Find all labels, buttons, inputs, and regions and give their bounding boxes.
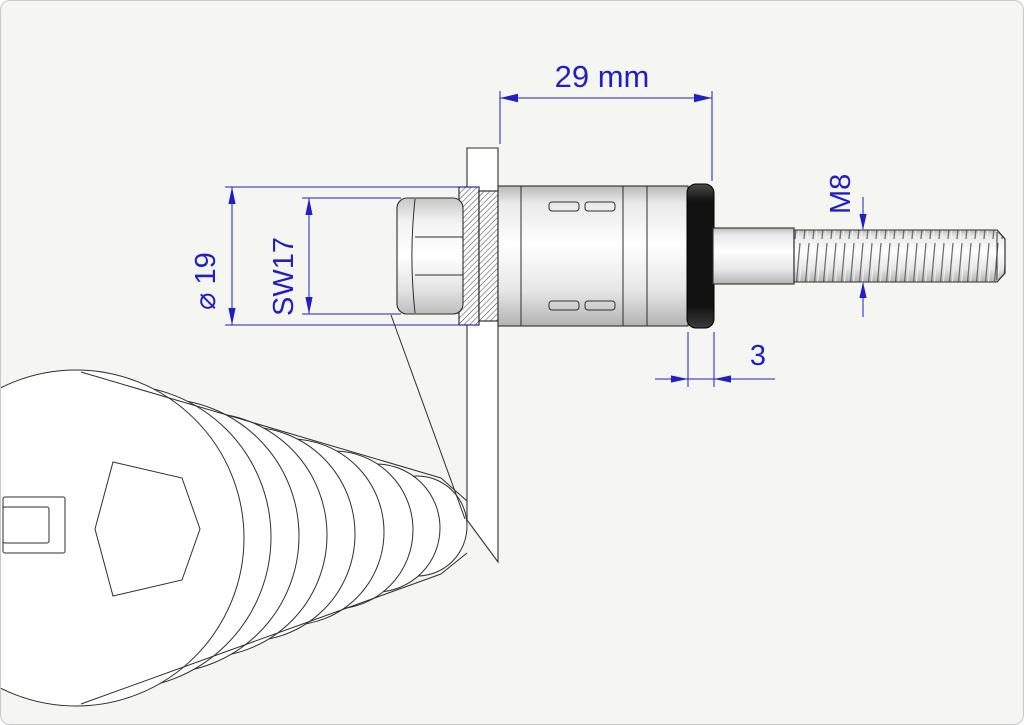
arrow-right-icon bbox=[694, 93, 712, 103]
arrow-up-icon bbox=[859, 282, 867, 298]
vent-slot bbox=[584, 300, 616, 311]
dim-width-29mm: 29 mm bbox=[499, 59, 713, 181]
lock-washer bbox=[458, 186, 499, 326]
dim-label-diameter: ⌀ 19 bbox=[190, 252, 222, 310]
black-insulator-ring bbox=[686, 183, 715, 329]
arrow-down-icon bbox=[305, 297, 313, 314]
arrow-down-icon bbox=[859, 214, 867, 230]
shaft bbox=[712, 227, 795, 285]
arrow-up-icon bbox=[228, 187, 236, 204]
arrow-left-icon bbox=[500, 93, 518, 103]
arrow-up-icon bbox=[305, 198, 313, 215]
plug-tip-inner bbox=[2, 506, 50, 544]
hex-nut bbox=[396, 197, 464, 315]
connector-body bbox=[497, 185, 689, 327]
dim-label-width: 29 mm bbox=[555, 59, 650, 94]
bellows-plug-drawing bbox=[1, 314, 468, 707]
vent-slot bbox=[548, 300, 580, 311]
dim-thread-M8: M8 bbox=[825, 174, 867, 317]
arrow-down-icon bbox=[228, 308, 236, 325]
arrow-left-icon bbox=[714, 375, 731, 383]
plug-hex-face bbox=[94, 461, 201, 597]
cable-edge bbox=[390, 314, 466, 520]
dim-label-thread: M8 bbox=[825, 174, 857, 214]
arrow-right-icon bbox=[671, 375, 688, 383]
cone-top-edge bbox=[80, 371, 442, 479]
vent-slot bbox=[548, 201, 580, 212]
cone-bottom-edge bbox=[80, 573, 442, 705]
threaded-stud bbox=[793, 229, 1006, 283]
dim-label-wrench: SW17 bbox=[268, 237, 300, 316]
connector-assembly bbox=[396, 183, 1006, 329]
vent-slot bbox=[584, 201, 616, 212]
dim-label-ring: 3 bbox=[750, 340, 766, 372]
dim-wrench-SW17: SW17 bbox=[268, 197, 401, 316]
dim-ring-3: 3 bbox=[655, 332, 775, 387]
dim-diameter-19: ⌀ 19 bbox=[190, 186, 477, 326]
dimension-annotations: 29 mm M8 ⌀ 19 SW17 bbox=[190, 59, 867, 387]
